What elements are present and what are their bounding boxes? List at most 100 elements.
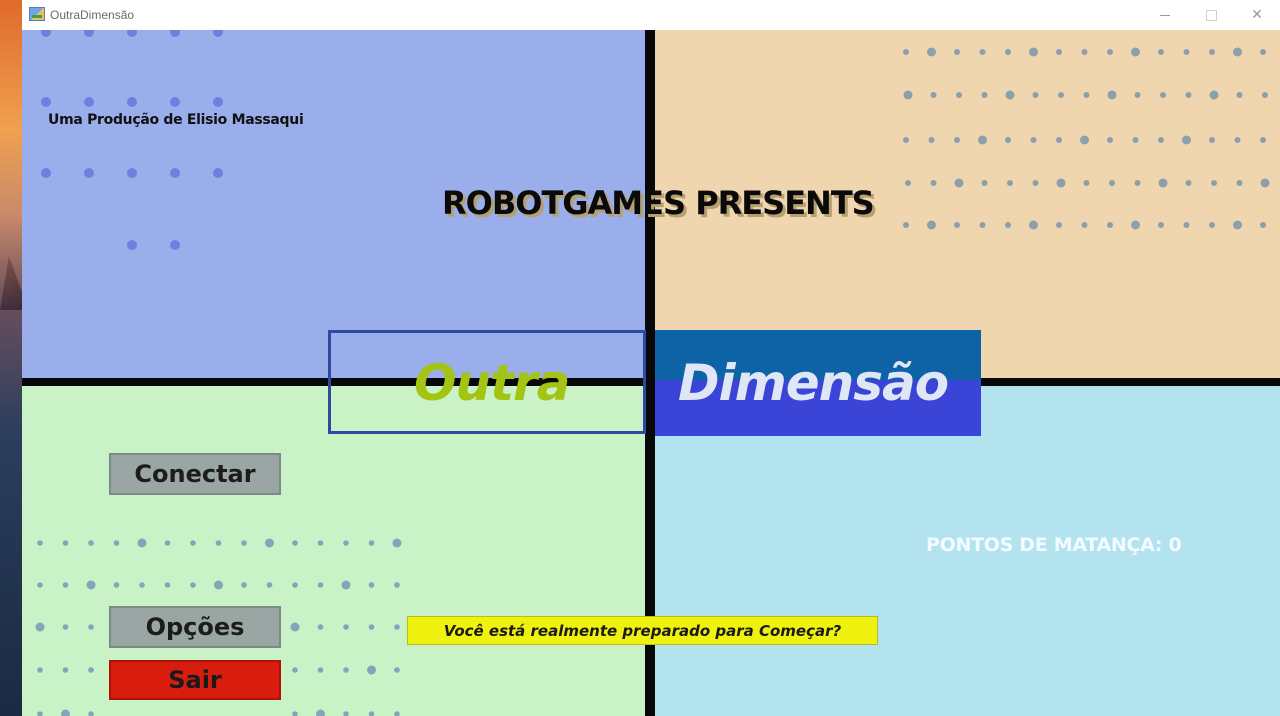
decor-dot xyxy=(394,582,400,588)
decor-dot xyxy=(1083,180,1090,186)
maximize-icon xyxy=(1205,9,1217,21)
decor-dot xyxy=(1109,180,1115,186)
decor-dot xyxy=(241,540,247,546)
decor-dot xyxy=(930,92,937,98)
decor-dot xyxy=(127,97,137,107)
app-icon xyxy=(29,7,45,21)
decor-dot xyxy=(62,540,69,546)
decor-dot xyxy=(1056,49,1062,55)
decor-dot xyxy=(341,580,351,590)
decor-dot xyxy=(170,30,180,37)
minimize-button[interactable] xyxy=(1142,0,1188,30)
decor-dot xyxy=(1160,92,1166,98)
decor-dot xyxy=(35,622,45,632)
decor-dot xyxy=(88,624,94,630)
kill-points-counter: Pontos de Matança: 0 xyxy=(926,534,1182,556)
decor-dot xyxy=(954,49,960,55)
decor-dot xyxy=(1056,178,1066,188)
decor-dot xyxy=(928,137,935,143)
quadrant-bottom-right xyxy=(650,382,1280,716)
decor-dot xyxy=(292,711,298,716)
decor-dot xyxy=(164,540,171,546)
decor-dot xyxy=(979,222,986,228)
decor-dot xyxy=(1058,92,1064,98)
decor-dot xyxy=(292,540,298,546)
decor-dot xyxy=(1211,180,1217,186)
decor-dot xyxy=(394,711,400,716)
decor-dot xyxy=(292,582,298,588)
decor-dot xyxy=(1080,135,1089,145)
decor-dot xyxy=(1183,222,1190,228)
start-prompt-banner[interactable]: Você está realmente preparado para Começ… xyxy=(407,616,878,645)
title-bar[interactable]: OutraDimensão ✕ xyxy=(22,0,1280,31)
decor-dot xyxy=(1209,49,1215,55)
decor-dot xyxy=(1236,180,1243,186)
decor-dot xyxy=(88,667,94,673)
decor-dot xyxy=(37,711,43,716)
decor-dot xyxy=(954,137,960,143)
decor-dot xyxy=(113,540,120,546)
decor-dot xyxy=(292,667,298,673)
decor-dot xyxy=(1209,137,1215,143)
decor-dot xyxy=(1056,137,1062,143)
close-button[interactable]: ✕ xyxy=(1234,0,1280,30)
decor-dot xyxy=(927,47,936,57)
decor-dot xyxy=(1260,49,1266,55)
decor-dot xyxy=(41,30,51,37)
decor-dot xyxy=(316,709,325,716)
desktop-background xyxy=(0,0,22,716)
decor-dot xyxy=(1005,90,1015,100)
decor-dot xyxy=(241,582,247,588)
decor-dot xyxy=(368,540,375,546)
decor-dot xyxy=(1233,47,1242,57)
decor-dot xyxy=(1007,180,1013,186)
decor-dot xyxy=(84,30,94,37)
decor-dot xyxy=(394,667,400,673)
decor-dot xyxy=(1260,137,1266,143)
dot-pattern-decoration xyxy=(35,30,1270,716)
decor-dot xyxy=(1083,92,1090,98)
decor-dot xyxy=(62,582,69,588)
decor-dot xyxy=(930,180,937,186)
decor-dot xyxy=(62,667,69,673)
decor-dot xyxy=(37,582,43,588)
decor-dot xyxy=(1185,92,1192,98)
decor-dot xyxy=(127,168,137,178)
options-button[interactable]: Opções xyxy=(109,606,281,648)
decor-dot xyxy=(266,582,273,588)
app-window: OutraDimensão ✕ Uma Produção de Elisio M… xyxy=(22,0,1280,716)
decor-dot xyxy=(88,711,94,716)
decor-dot xyxy=(1158,178,1168,188)
maximize-button[interactable] xyxy=(1188,0,1234,30)
decor-dot xyxy=(1134,92,1141,98)
decor-dot xyxy=(392,538,402,548)
decor-dot xyxy=(954,178,964,188)
decor-dot xyxy=(343,667,349,673)
decor-dot xyxy=(367,665,376,675)
game-canvas: Uma Produção de Elisio Massaqui RobotGam… xyxy=(22,30,1280,716)
decor-dot xyxy=(213,30,223,37)
decor-dot xyxy=(368,711,375,716)
decor-dot xyxy=(41,168,51,178)
decor-dot xyxy=(317,540,324,546)
connect-button[interactable]: Conectar xyxy=(109,453,281,495)
decor-dot xyxy=(1029,220,1038,230)
decor-dot xyxy=(86,580,96,590)
decor-dot xyxy=(213,97,223,107)
exit-button[interactable]: Sair xyxy=(109,660,281,700)
decor-dot xyxy=(1260,222,1266,228)
decor-dot xyxy=(190,582,196,588)
decor-dot xyxy=(903,90,913,100)
decor-dot xyxy=(1209,90,1219,100)
decor-dot xyxy=(1185,180,1192,186)
decor-dot xyxy=(1158,49,1164,55)
decor-dot xyxy=(1005,222,1011,228)
decor-dot xyxy=(368,624,375,630)
decor-dot xyxy=(164,582,171,588)
decor-dot xyxy=(317,667,324,673)
decor-dot xyxy=(343,540,349,546)
decor-dot xyxy=(213,168,223,178)
decor-dot xyxy=(1183,49,1190,55)
decor-dot xyxy=(1030,137,1037,143)
decor-dot xyxy=(1107,137,1113,143)
